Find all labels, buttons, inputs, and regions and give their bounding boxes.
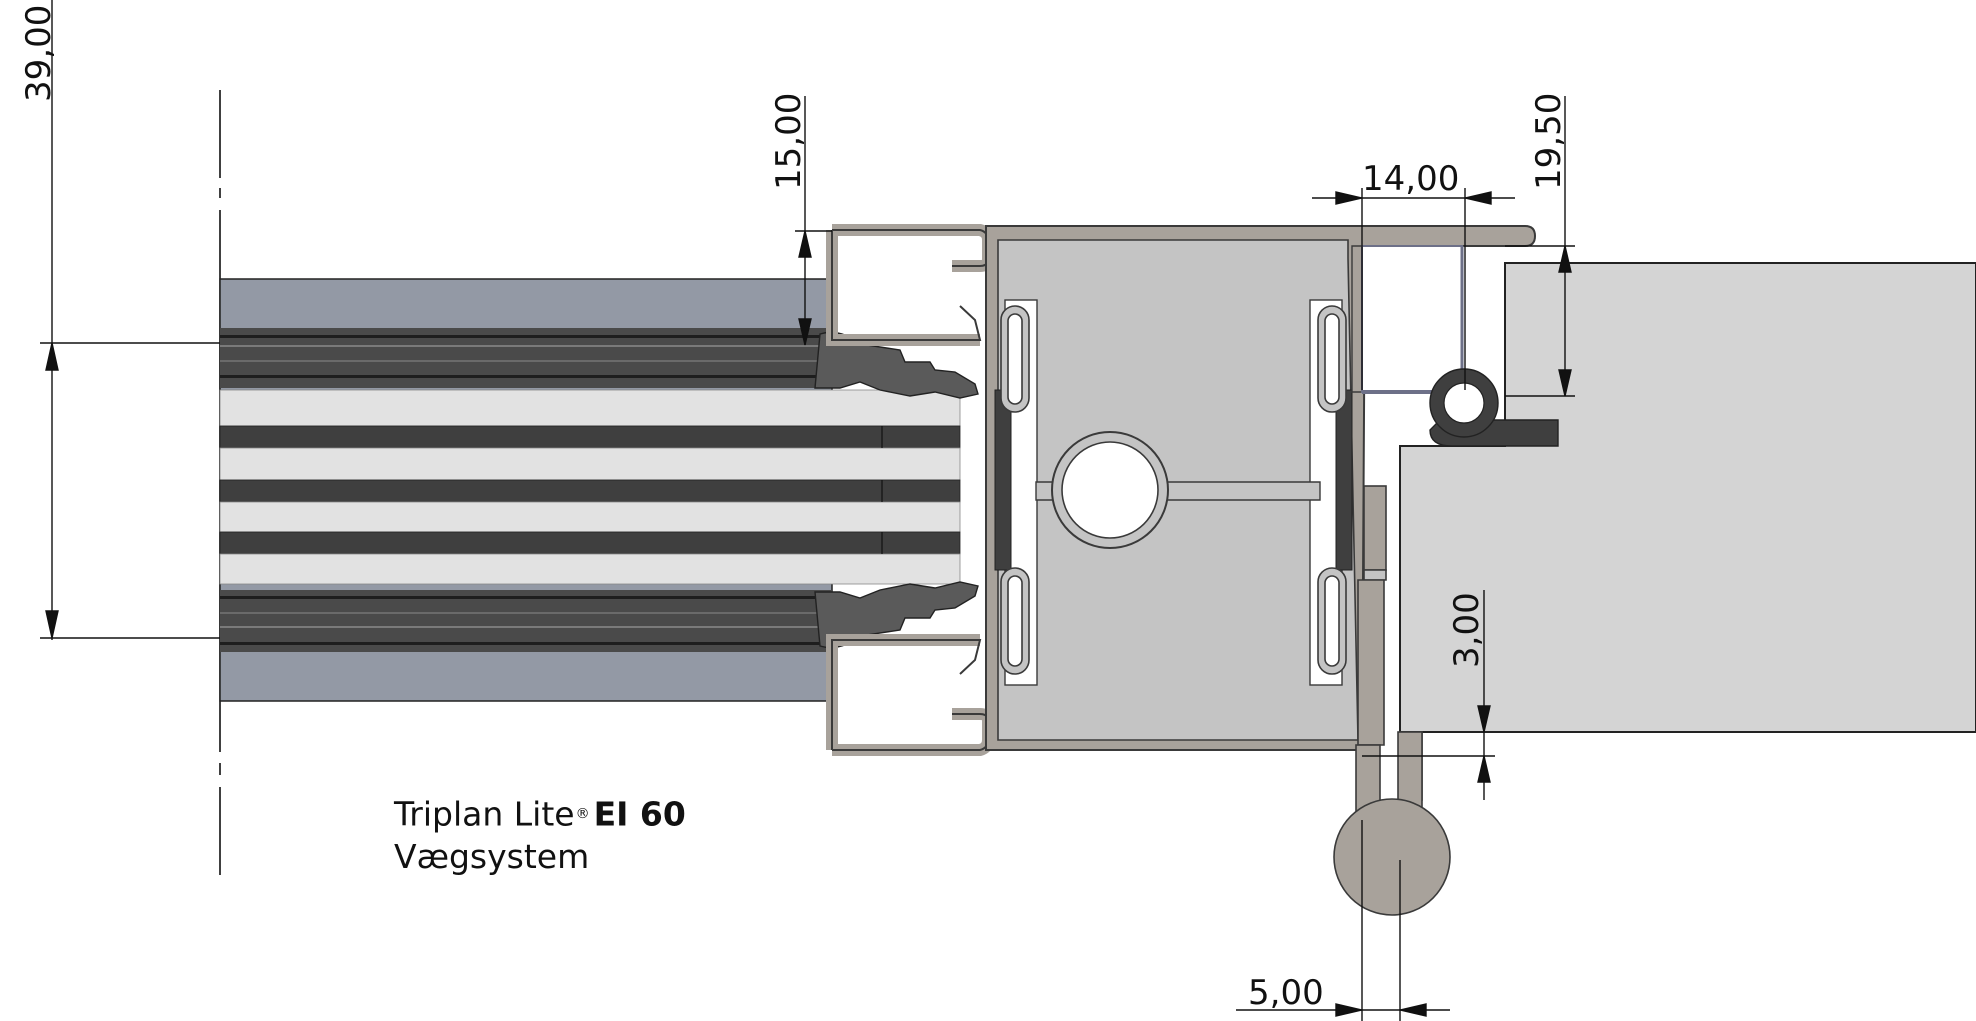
dim-19-5: 19,50 [1529, 93, 1569, 190]
dim-39: 39,00 [19, 5, 59, 102]
hinge [1333, 485, 1451, 916]
dim-14: 14,00 [1362, 159, 1459, 199]
glass-panel [219, 278, 961, 702]
frame-profile [985, 225, 1537, 751]
product-caption: Triplan Lite®EI 60 Vægsystem [394, 793, 686, 878]
dim-5: 5,00 [1248, 973, 1324, 1013]
fire-rating: EI 60 [593, 794, 686, 834]
product-line: Triplan Lite®EI 60 [394, 793, 686, 836]
dimension-lines [40, 0, 1575, 1021]
door-seal [1429, 368, 1559, 447]
glazing-bead-top [826, 224, 994, 346]
dim-15: 15,00 [769, 93, 809, 190]
product-name: Triplan Lite [394, 794, 575, 834]
glazing-bead-bottom [826, 634, 994, 756]
system-name: Vægsystem [394, 836, 590, 876]
dim-3: 3,00 [1447, 592, 1487, 668]
door-stop [1351, 245, 1464, 394]
registered-mark: ® [575, 806, 590, 822]
